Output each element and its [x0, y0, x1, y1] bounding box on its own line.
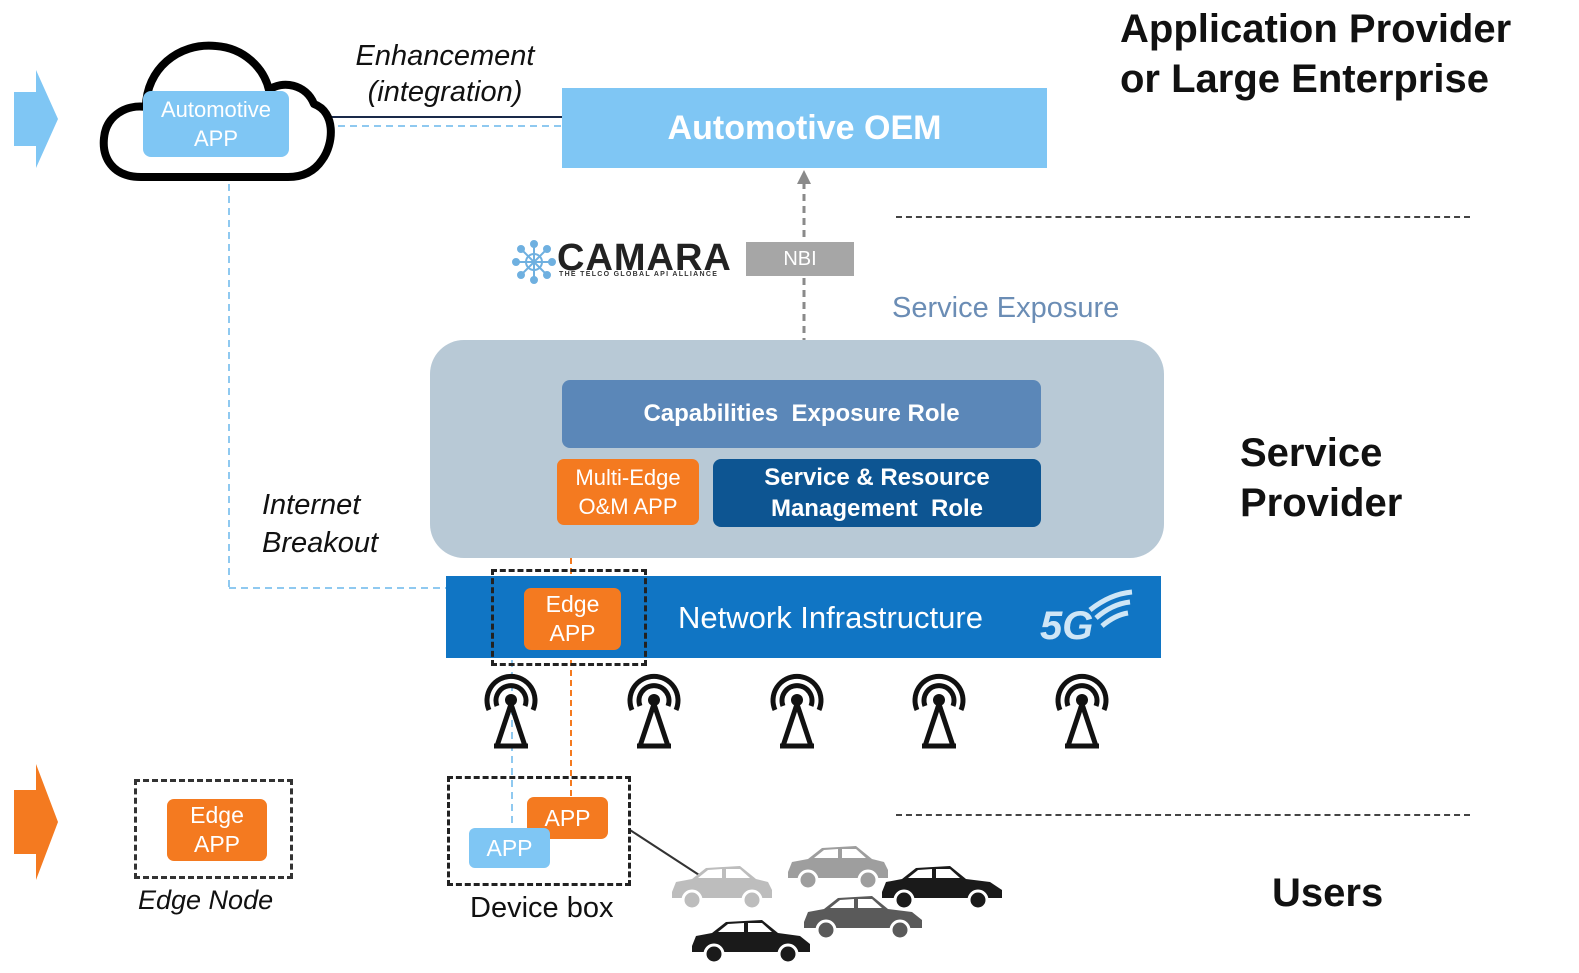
antenna-icon [912, 673, 966, 749]
enhancement-label: Enhancement (integration) [330, 38, 560, 110]
antenna-icon [484, 673, 538, 749]
car-icon [672, 866, 772, 911]
left-arrow-orange [14, 764, 58, 880]
car-icon [788, 846, 888, 891]
antenna-icon [770, 673, 824, 749]
heading-users: Users [1272, 871, 1384, 915]
edge-app-dashed-frame [491, 569, 647, 666]
cars-group [672, 846, 1002, 965]
camara-wordmark: CAMARA [557, 237, 732, 279]
network-infrastructure-label: Network Infrastructure [678, 600, 983, 635]
heading-service-provider-line1: Service [1240, 431, 1383, 475]
edge-node-app-line2: APP [193, 831, 241, 857]
antenna-icon [627, 673, 681, 749]
internet-breakout-line2: Breakout [262, 527, 379, 559]
service-exposure-label: Service Exposure [892, 292, 1120, 324]
service-resource-management-role[interactable]: Service & Resource Management Role [713, 459, 1041, 527]
automotive-oem-box[interactable]: Automotive OEM [562, 88, 1047, 168]
nbi-box[interactable]: NBI [746, 242, 854, 276]
automotive-oem-label: Automotive OEM [667, 108, 942, 147]
edge-node-app[interactable]: Edge APP [167, 799, 267, 861]
edge-node-app-line1: Edge [190, 802, 244, 828]
5g-logo-icon [1088, 589, 1133, 628]
device-box-dashed-frame [447, 776, 631, 886]
heading-app-provider-line1: Application Provider [1120, 7, 1512, 51]
heading-app-provider-line2: or Large Enterprise [1120, 57, 1490, 101]
internet-breakout-line1: Internet [262, 489, 361, 521]
multi-edge-om-app[interactable]: Multi-Edge O&M APP [557, 459, 699, 525]
srm-line2: Management Role [770, 495, 984, 522]
device-app-blue-label: APP [486, 834, 533, 861]
car-icon [692, 920, 810, 965]
edge-node-dashed-frame [134, 779, 293, 879]
cloud-app-line1: Automotive [160, 97, 272, 122]
enhancement-line2: (integration) [367, 76, 523, 108]
multi-edge-line2: O&M APP [578, 494, 678, 519]
edge-node-caption: Edge Node [138, 885, 274, 915]
heading-service-provider: Service Provider [1240, 428, 1540, 528]
camara-tagline: THE TELCO GLOBAL API ALLIANCE [559, 271, 719, 278]
network-edge-app-line2: APP [549, 620, 596, 646]
enhancement-line1: Enhancement [355, 40, 535, 72]
internet-breakout-label: Internet Breakout [262, 486, 378, 562]
capabilities-exposure-role[interactable]: Capabilities Exposure Role [562, 380, 1041, 448]
5g-badge: 5G [1040, 604, 1094, 648]
nbi-label: NBI [783, 247, 817, 270]
separator-bottom [896, 814, 1470, 816]
multi-edge-line1: Multi-Edge [575, 465, 681, 490]
heading-application-provider: Application Provider or Large Enterprise [1120, 4, 1570, 104]
device-box-caption: Device box [470, 892, 614, 924]
network-edge-app[interactable]: Edge APP [524, 588, 621, 650]
separator-top [896, 216, 1470, 218]
capabilities-label: Capabilities Exposure Role [643, 400, 960, 427]
device-app-orange-label: APP [544, 804, 591, 831]
network-edge-app-line1: Edge [545, 591, 600, 617]
cloud-automotive-app[interactable]: Automotive APP [143, 91, 289, 157]
srm-line1: Service & Resource [764, 464, 990, 491]
camara-logo-icon [512, 240, 556, 284]
cloud-app-line2: APP [193, 126, 239, 151]
device-app-blue[interactable]: APP [469, 828, 550, 868]
car-icon [804, 896, 922, 941]
heading-service-provider-line2: Provider [1240, 481, 1403, 525]
car-icon [882, 866, 1002, 911]
left-arrow-blue [14, 70, 58, 168]
antenna-icon [1055, 673, 1109, 749]
